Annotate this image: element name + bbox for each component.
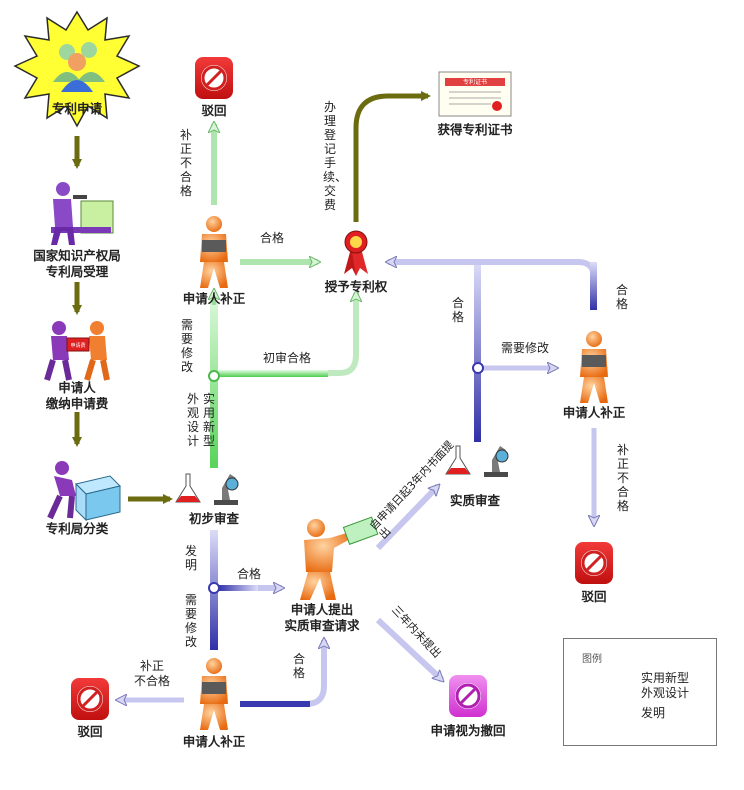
packing-box-icon — [47, 461, 121, 522]
legend-utility-line2: 外观设计 — [641, 686, 690, 700]
node-deemed-withdrawn: 申请视为撤回 — [430, 723, 506, 738]
node-classify: 专利局分类 — [45, 521, 109, 536]
node-get-certificate: 获得专利证书 — [437, 122, 513, 137]
reject-stamp-icon — [71, 678, 109, 720]
edge-prelim-ok: 初审合格 — [262, 351, 311, 365]
fee-tag-text: 申请费 — [70, 342, 85, 349]
node-reject-bottom: 驳回 — [77, 724, 103, 739]
person-with-books-icon — [200, 216, 228, 288]
cert-banner-text: 专利证书 — [463, 78, 487, 86]
node-request-line1: 申请人提出 — [290, 602, 354, 617]
node-patent-application: 专利申请 — [51, 101, 102, 116]
green-utility-path — [208, 124, 356, 468]
edge-need-modify-right: 需要修改 — [500, 341, 549, 355]
legend-box — [563, 638, 717, 746]
node-receive-line2: 专利局受理 — [45, 264, 109, 279]
node-preliminary-exam: 初步审查 — [188, 511, 239, 526]
edge-ok-bottom: 合格 — [292, 652, 305, 680]
node-applicant-fix-right: 申请人补正 — [562, 405, 626, 420]
award-ribbon-icon — [344, 230, 368, 276]
edge-ok-right-arrow: 合格 — [615, 283, 628, 311]
edge-utility-design: 外观设计 实用新型 — [186, 392, 215, 448]
certificate-icon: 专利证书 — [438, 71, 512, 117]
lab-flask-microscope-icon — [175, 473, 239, 505]
legend-invention: 发明 — [641, 706, 666, 720]
edge-need-modify-bottom: 需要修改 — [184, 593, 197, 649]
withdrawn-stamp-icon — [449, 675, 487, 717]
reject-stamp-icon — [575, 542, 613, 584]
reject-stamp-icon — [195, 57, 233, 99]
people-burst-icon — [13, 10, 141, 128]
edge-fix-not-ok-bottom-line1: 补正 — [139, 659, 164, 673]
olive-main-flow — [72, 91, 431, 504]
person-submitting-request-icon — [300, 516, 379, 600]
edge-ok-right-vertical: 合格 — [451, 296, 464, 324]
handover-fee-icon: 申请费 — [44, 321, 110, 381]
edge-need-modify-left: 需要修改 — [180, 318, 193, 374]
edge-fix-not-ok-bottom-line2: 不合格 — [133, 674, 170, 688]
node-reject-right: 驳回 — [581, 589, 607, 604]
node-grant-patent: 授予专利权 — [324, 279, 388, 294]
lab-flask-microscope-icon — [445, 445, 509, 477]
person-with-books-icon — [200, 658, 228, 730]
edge-fix-not-ok-top: 补正不合格 — [179, 128, 192, 198]
node-receive-line1: 国家知识产权局 — [33, 248, 121, 263]
node-request-line2: 实质审查请求 — [284, 618, 360, 633]
office-desk-person-icon — [51, 182, 114, 245]
edge-ok-prelim: 合格 — [236, 567, 261, 581]
blue-invention-path — [118, 262, 597, 707]
edge-ok-top: 合格 — [259, 231, 284, 245]
node-fee-line2: 缴纳申请费 — [45, 396, 109, 411]
node-applicant-fix-bottom: 申请人补正 — [182, 734, 246, 749]
node-applicant-fix-top: 申请人补正 — [182, 291, 246, 306]
edge-fix-not-ok-right: 补正不合格 — [616, 443, 629, 513]
edge-invention: 发明 — [184, 544, 197, 572]
legend-utility-line1: 实用新型 — [641, 671, 690, 685]
node-substantive-exam: 实质审查 — [449, 493, 500, 508]
node-reject-top: 驳回 — [201, 103, 227, 118]
legend-title: 图例 — [582, 654, 602, 665]
node-fee-line1: 申请人 — [58, 380, 96, 395]
edge-register-fee: 办理登记手续、交费 — [323, 100, 348, 212]
person-with-books-icon — [580, 331, 608, 403]
